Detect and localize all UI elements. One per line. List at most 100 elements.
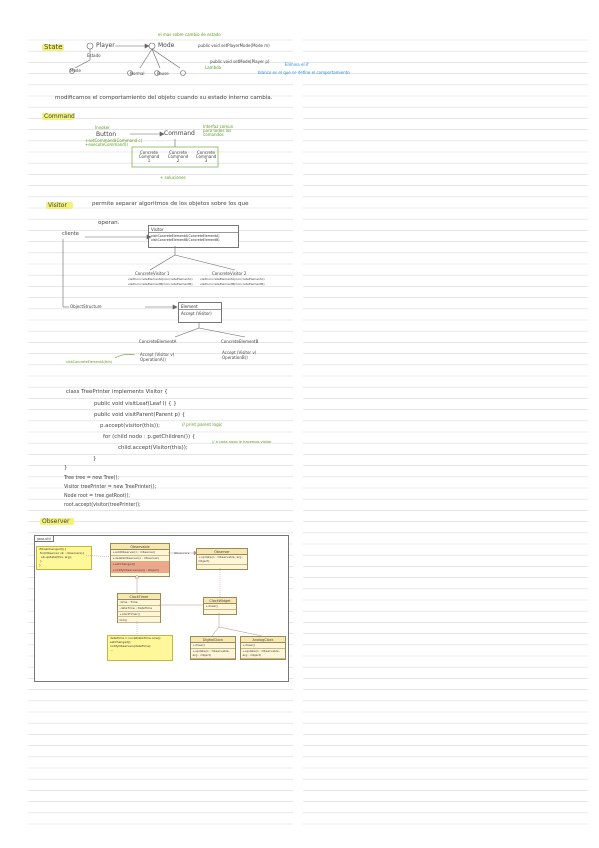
clocktimer-class: ClockTimer -time : Time -dateTime : Date… (117, 593, 161, 624)
observer-pkg-label: java.util (35, 536, 54, 542)
clocktimer-row-3: tick() (118, 617, 160, 624)
observer-note1: if(hasChanged()){ for(Observer ob : obse… (36, 546, 92, 570)
visitor-desc: permite separar algoritmos de los objeto… (92, 201, 249, 207)
visitor-cliente: cliente (62, 231, 79, 237)
code-green-2: // a cada nodo le hacemos visitor (212, 440, 272, 444)
state-note-blue: blanco es el que se define el comportami… (258, 70, 350, 75)
visitor-highlight (46, 202, 73, 209)
state-player: Player (96, 42, 115, 49)
visitor-cv1: ConcreteVisitor 1 (135, 271, 170, 276)
visitor-diagram (62, 234, 246, 359)
command-green-top: Invoker (95, 125, 110, 130)
visitor-title: Visitor (48, 202, 67, 209)
state-concrete-0: Mode (70, 68, 81, 73)
visitor-ceb: ConcreteElementB (221, 339, 259, 344)
visitor-green-left: visitConcreteElementA(this) (66, 360, 113, 364)
command-green-right: Interfaz comun para todos los comandos (203, 124, 234, 137)
code-line-11: root.accept(visitor(treePrinter)); (64, 503, 141, 508)
digitalclock-row-0: +draw() (191, 643, 235, 649)
state-mode: Mode (158, 42, 175, 49)
clockwidget-name: ClockWidget (204, 598, 236, 604)
visitor-ops-b: Accept (Visitor v) OperationB() (222, 350, 257, 361)
clocktimer-row-0: -time : Time (118, 600, 160, 606)
analogclock-row-1: +update(o : Observable, arg : Object) (241, 649, 285, 659)
clocktimer-name: ClockTimer (118, 594, 160, 600)
command-methods: +setCommand(Command c) +executeCommand() (85, 138, 143, 147)
observable-name: Observable (111, 544, 169, 550)
code-line-7: } (64, 465, 68, 471)
observable-class: Observable +addObserver(o : Observer) +d… (110, 543, 170, 577)
command-highlight (42, 113, 74, 120)
command-concrete-1: Concrete Command 2 (167, 150, 189, 163)
code-line-8: Tree tree = new Tree(); (64, 476, 120, 481)
command-diagram (130, 131, 219, 168)
code-line-3: p.accept(visitor(this)); (100, 423, 160, 429)
digitalclock-class: DigitalClock +draw() +update(o : Observa… (190, 636, 236, 660)
element-box-title: Element (179, 303, 221, 310)
element-accept: Accept (Visitor) (181, 311, 212, 316)
observer-row-0: +update(o : Observable, arg : Object) (197, 555, 247, 565)
visitor-cv1-a: visitConcreteElementA(ConcreteElementA) (128, 277, 193, 281)
code-line-4: for (child nodo : p.getChildren()) { (103, 434, 196, 440)
state-note-top: el mas sobre cambio de estado (158, 32, 221, 37)
state-concrete-1: Normal (130, 71, 145, 76)
observer-note2: dateTime = LocalDateTime.now(); setChang… (107, 635, 173, 661)
visitor-cv1-b: visitConcreteElementB(ConcreteElementB) (128, 282, 193, 286)
observer-title: Observer (42, 518, 70, 525)
visitor-objstructure: ObjectStructure (70, 304, 102, 309)
visitor-cea: ConcreteElementA (139, 339, 177, 344)
clockwidget-class: ClockWidget +draw() (203, 597, 237, 615)
visitor-visit-b: visitConcreteElementB(ConcreteElementB) (151, 238, 220, 242)
observable-row-1: +deleteObserver(o : Observer) (111, 556, 169, 562)
observer-highlight (40, 518, 74, 525)
command-green-bottom: + soluciones (160, 175, 186, 180)
observer-interface-name: Observer (197, 549, 247, 555)
state-method2: public void setMode(Player p) (210, 59, 270, 64)
state-diagram (69, 42, 186, 76)
command-concrete-0: Concrete Command 1 (138, 150, 160, 163)
visitor-box-title: Visitor (149, 226, 238, 233)
code-line-6: } (93, 456, 97, 462)
observable-row-3: +notifyObservers(arg : Object) (111, 567, 169, 574)
state-method: public void setPlayerMode(Mode m) (198, 43, 270, 48)
observable-row-2: +setChanged() (111, 561, 169, 568)
state-concrete-2: Pause (157, 71, 169, 76)
command-title: Command (44, 113, 75, 120)
state-title: State (44, 43, 63, 51)
code-line-9: Visitor treePrinter = new TreePrinter(); (64, 485, 157, 490)
analogclock-name: AnalogClock (241, 637, 285, 643)
observer-interface: Observer +update(o : Observable, arg : O… (196, 548, 248, 570)
code-line-0: class TreePrinter implements Visitor { (66, 389, 168, 395)
state-highlight (42, 44, 64, 51)
visitor-box: Visitor visitConcreteElementA(ConcreteEl… (148, 225, 239, 248)
observer-connectors (85, 550, 263, 637)
analogclock-class: AnalogClock +draw() +update(o : Observab… (240, 636, 286, 660)
code-line-5: child.accept(Visitor(this)); (118, 445, 188, 451)
command-button: Button (96, 131, 117, 138)
visitor-ops-a: Accept (Visitor v) OperationA() (140, 352, 175, 363)
code-line-2: public void visitParent(Parent p) { (94, 412, 186, 418)
state-sentence: modificamos el comportamiento del objeto… (55, 95, 273, 101)
analogclock-row-0: +draw() (241, 643, 285, 649)
visitor-cv2-b: visitConcreteElementB(ConcreteElementB) (200, 282, 265, 286)
code-line-10: Node root = tree.getRoot(); (64, 494, 131, 499)
state-estado: Estado (87, 53, 101, 58)
digitalclock-row-1: +update(o : Observable, arg : Object) (191, 649, 235, 659)
command-concrete-2: Concrete Command 3 (195, 150, 217, 163)
clocktimer-row-2: +startTimer() (118, 612, 160, 618)
state-note-side: Elimina el if (285, 62, 309, 67)
clockwidget-row-0: +draw() (204, 604, 236, 610)
command-command: Command (164, 130, 195, 137)
clocktimer-row-1: -dateTime : DateTime (118, 606, 160, 612)
visitor-desc2: operan. (98, 220, 120, 226)
visitor-visit-a: visitConcreteElementA(ConcreteElementA) (151, 233, 220, 238)
digitalclock-name: DigitalClock (191, 637, 235, 643)
observable-row-0: +addObserver(o : Observer) (111, 550, 169, 556)
state-green-note: Lambda (205, 65, 222, 70)
code-line-1: public void visitLeaf(Leaf l) { } (94, 401, 177, 407)
visitor-cv2: ConcreteVisitor 2 (212, 271, 247, 276)
element-box: Element Accept (Visitor) (178, 302, 222, 323)
visitor-cv2-a: visitConcreteElementA(ConcreteElementA) (200, 277, 265, 281)
code-green-1: // print parent logic (182, 422, 223, 427)
